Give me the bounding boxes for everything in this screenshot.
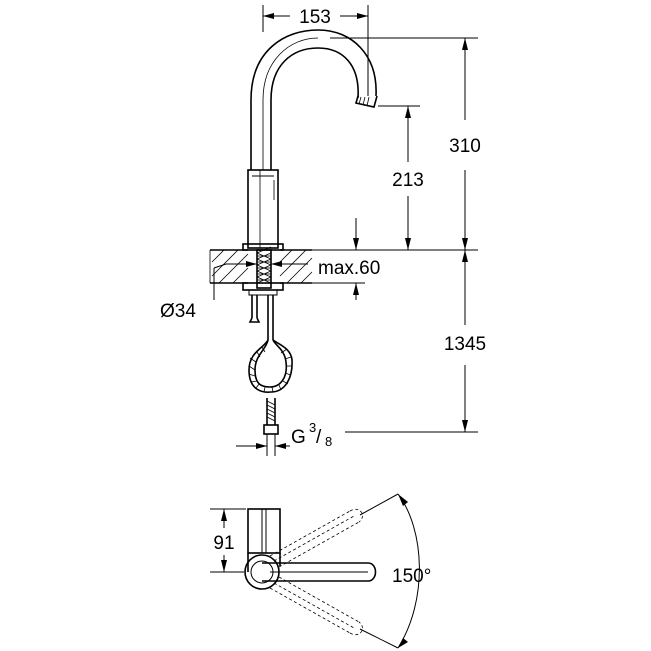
lower-hose <box>263 398 279 456</box>
dim-swivel-angle <box>359 493 420 649</box>
label-thread-num: 3 <box>309 420 316 435</box>
label-thread-prefix: G <box>291 427 306 448</box>
supply-hose <box>248 295 293 393</box>
spout-top-rotated-up <box>269 508 363 568</box>
label-spout-height: 213 <box>392 170 424 191</box>
top-view: 91 150° <box>210 493 431 649</box>
label-top-depth: 91 <box>213 533 234 554</box>
mounting-nut <box>242 282 284 291</box>
label-hose-length: 1345 <box>444 334 486 355</box>
spout-top-rotated-down <box>269 576 363 636</box>
dim-spout-reach <box>262 5 369 96</box>
dim-thread <box>236 443 290 449</box>
label-total-height: 310 <box>449 136 481 157</box>
dim-hose-length <box>345 250 478 433</box>
spout-inner-curve <box>270 47 359 170</box>
label-swivel-angle: 150° <box>392 566 431 587</box>
dim-max-thickness <box>353 218 359 300</box>
label-thread-den: 8 <box>325 434 332 449</box>
dim-total-height <box>330 37 478 250</box>
dim-top-depth <box>210 508 246 573</box>
dim-spout-height <box>378 105 420 250</box>
dim-hole-diameter <box>213 261 308 300</box>
top-body <box>247 508 281 554</box>
faucet-base <box>242 243 284 251</box>
side-view: 153 310 213 max.60 <box>160 5 486 456</box>
label-max-thickness: max.60 <box>318 258 380 279</box>
threaded-shank <box>256 246 272 289</box>
label-hole-diameter: Ø34 <box>160 301 196 322</box>
label-spout-reach: 153 <box>299 7 331 28</box>
label-thread-slash: / <box>316 427 322 448</box>
faucet-body <box>247 169 279 249</box>
spout-tip <box>354 95 378 108</box>
spout-outer-curve <box>250 29 377 170</box>
spout-top-solid <box>262 562 377 582</box>
